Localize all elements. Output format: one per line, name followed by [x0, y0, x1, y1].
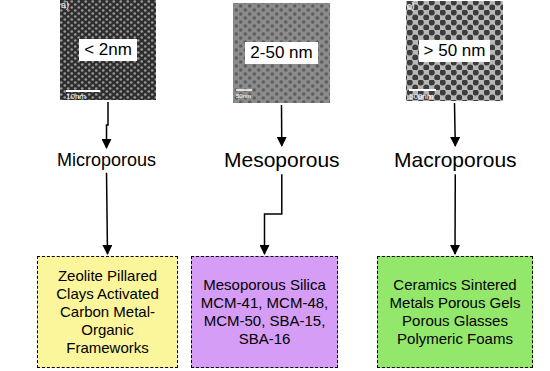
examples-box: Zeolite Pillared Clays Activated Carbon …: [37, 256, 178, 368]
examples-text: Zeolite Pillared Clays Activated Carbon …: [44, 267, 171, 357]
scale-label: 10nm: [66, 93, 86, 101]
scale-label: 50nm: [236, 93, 251, 99]
micrograph-panel: < 2nm: [60, 0, 156, 100]
category-label: Macroporous: [394, 148, 517, 172]
connector-arrow: [454, 174, 456, 254]
panel-letter: a): [61, 1, 69, 10]
category-name: Mesoporous: [224, 148, 340, 172]
micrograph: [406, 1, 503, 101]
micrograph: [60, 0, 156, 100]
category-label: Microporous: [57, 150, 156, 171]
examples-text: Mesoporous Silica MCM-41, MCM-48, MCM-50…: [198, 276, 331, 348]
scale-bar: [66, 90, 100, 92]
category-label: Mesoporous: [224, 148, 340, 172]
scale-bar: [409, 89, 436, 91]
micrograph-panel: 2-50 nm: [233, 3, 330, 103]
panel-letter: c): [407, 2, 415, 11]
category-name: Microporous: [57, 150, 156, 171]
scale-bar: [236, 89, 252, 91]
scale-label: 500nm: [409, 93, 433, 101]
examples-box: Ceramics Sintered Metals Porous Gels Por…: [377, 256, 533, 368]
examples-text: Ceramics Sintered Metals Porous Gels Por…: [384, 276, 526, 348]
connector-arrow: [265, 174, 282, 254]
pore-size-text: > 50 nm: [419, 40, 491, 62]
connector-arrow: [107, 102, 108, 148]
micrograph: [233, 3, 330, 103]
connector-arrow: [454, 103, 456, 146]
examples-box: Mesoporous Silica MCM-41, MCM-48, MCM-50…: [191, 256, 338, 368]
category-name: Macroporous: [394, 148, 517, 172]
pore-size-text: < 2nm: [79, 39, 137, 61]
pore-size-text: 2-50 nm: [245, 42, 317, 64]
connector-arrow: [106, 173, 108, 254]
micrograph-panel: > 50 nm: [406, 1, 503, 101]
connector-arrow: [281, 105, 283, 146]
